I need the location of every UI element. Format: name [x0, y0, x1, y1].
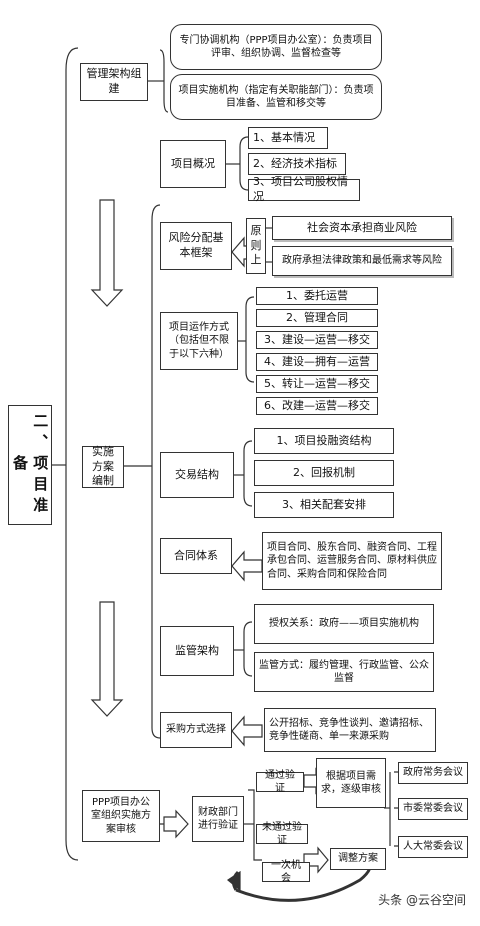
transaction-label: 交易结构 [175, 467, 219, 481]
main-title-box: 二、项目准备 [8, 405, 52, 525]
contract-label: 合同体系 [174, 548, 218, 562]
operation-item-text: 2、管理合同 [286, 310, 348, 324]
finance-box: 财政部门进行验证 [192, 796, 244, 842]
overview-label-box: 项目概况 [160, 140, 226, 188]
demand-box: 根据项目需求，逐级审核 [316, 758, 386, 808]
overview-item-0: 1、基本情况 [248, 127, 328, 149]
principle-box: 原则上 [246, 218, 266, 274]
operation-label-box: 项目运作方式（包括但不限于以下六种） [160, 312, 238, 370]
transaction-item-text: 2、回报机制 [293, 465, 355, 479]
transaction-item-2: 3、相关配套安排 [254, 492, 394, 518]
transaction-label-box: 交易结构 [160, 452, 234, 498]
operation-item-text: 1、委托运营 [286, 288, 348, 302]
meeting-0: 政府常务会议 [398, 762, 468, 784]
overview-label: 项目概况 [171, 156, 215, 170]
procurement-label-box: 采购方式选择 [160, 712, 232, 748]
contract-text: 项目合同、股东合同、融资合同、工程承包合同、运营服务合同、原材料供应合同、采购合… [267, 541, 437, 580]
operation-label: 项目运作方式（包括但不限于以下六种） [169, 321, 229, 360]
plan-label-box: 实施方案编制 [82, 444, 124, 488]
supervision-item-1: 监管方式：履约管理、行政监管、公众监督 [254, 652, 434, 692]
pass-text: 通过验证 [265, 769, 295, 795]
meeting-text: 政府常务会议 [403, 767, 463, 779]
risk-item-1: 政府承担法律政策和最低需求等风险 [272, 246, 452, 276]
meeting-text: 人大常委会议 [403, 841, 463, 853]
watermark: 头条 @云谷空间 [378, 893, 466, 907]
overview-item-2: 3、项目公司股权情况 [248, 175, 360, 203]
management-label: 管理架构组建 [86, 67, 142, 95]
one-chance-text: 一次机会 [271, 859, 301, 885]
supervision-label: 监管架构 [175, 643, 219, 657]
risk-label-box: 风险分配基本框架 [160, 222, 232, 270]
adjust-text: 调整方案 [338, 853, 378, 865]
management-item-0: 专门协调机构（PPP项目办公室）：负责项目评审、组织协调、监督检查等 [170, 24, 382, 70]
operation-item-0: 1、委托运营 [256, 287, 378, 305]
meeting-text: 市委常委会议 [403, 803, 463, 815]
adjust-box: 调整方案 [330, 848, 386, 870]
one-chance-box: 一次机会 [262, 860, 310, 884]
overview-item-text: 2、经济技术指标 [253, 156, 337, 170]
operation-item-3: 4、建设—拥有—运营 [256, 353, 378, 371]
demand-text: 根据项目需求，逐级审核 [321, 770, 381, 796]
risk-item-0: 社会资本承担商业风险 [272, 216, 452, 240]
risk-item-text: 政府承担法律政策和最低需求等风险 [282, 255, 442, 267]
operation-item-4: 5、转让—运营—移交 [256, 375, 378, 393]
overview-item-1: 2、经济技术指标 [248, 153, 346, 175]
management-item-text: 专门协调机构（PPP项目办公室）：负责项目评审、组织协调、监督检查等 [179, 34, 373, 60]
supervision-item-text: 授权关系：政府——项目实施机构 [269, 618, 419, 630]
operation-item-text: 4、建设—拥有—运营 [264, 354, 370, 368]
operation-item-2: 3、建设—运营—移交 [256, 331, 378, 349]
management-item-text: 项目实施机构（指定有关职能部门）：负责项目准备、监管和移交等 [178, 84, 374, 110]
contract-text-box: 项目合同、股东合同、融资合同、工程承包合同、运营服务合同、原材料供应合同、采购合… [262, 532, 442, 590]
procurement-text-box: 公开招标、竞争性谈判、邀请招标、竞争性磋商、单一来源采购 [264, 708, 436, 752]
fail-text: 未通过验证 [262, 821, 302, 847]
overview-item-text: 3、项目公司股权情况 [253, 175, 348, 203]
overview-item-text: 1、基本情况 [253, 130, 315, 144]
operation-item-1: 2、管理合同 [256, 309, 378, 327]
meeting-2: 人大常委会议 [398, 836, 468, 858]
operation-item-text: 6、改建—运营—移交 [264, 398, 370, 412]
operation-item-text: 5、转让—运营—移交 [264, 376, 370, 390]
supervision-label-box: 监管架构 [160, 626, 234, 676]
management-label-box: 管理架构组建 [80, 63, 148, 101]
risk-item-text: 社会资本承担商业风险 [307, 220, 417, 234]
finance-text: 财政部门进行验证 [198, 806, 238, 832]
meeting-1: 市委常委会议 [398, 798, 468, 820]
office-review-text: PPP项目办公室组织实施方案审核 [91, 796, 151, 835]
operation-item-text: 3、建设—运营—移交 [264, 332, 370, 346]
principle-text: 原则上 [250, 223, 262, 267]
main-title: 二、项目准备 [11, 412, 50, 518]
office-review-box: PPP项目办公室组织实施方案审核 [82, 790, 160, 842]
risk-label: 风险分配基本框架 [168, 231, 224, 259]
procurement-label: 采购方式选择 [166, 724, 226, 736]
procurement-text: 公开招标、竞争性谈判、邀请招标、竞争性磋商、单一来源采购 [269, 717, 429, 743]
operation-item-5: 6、改建—运营—移交 [256, 397, 378, 415]
supervision-item-text: 监管方式：履约管理、行政监管、公众监督 [259, 659, 429, 685]
transaction-item-text: 3、相关配套安排 [282, 497, 366, 511]
contract-label-box: 合同体系 [160, 538, 232, 574]
management-item-1: 项目实施机构（指定有关职能部门）：负责项目准备、监管和移交等 [170, 74, 382, 120]
fail-box: 未通过验证 [256, 822, 308, 846]
transaction-item-text: 1、项目投融资结构 [276, 433, 372, 447]
transaction-item-1: 2、回报机制 [254, 460, 394, 486]
transaction-item-0: 1、项目投融资结构 [254, 428, 394, 454]
pass-box: 通过验证 [256, 770, 304, 794]
supervision-item-0: 授权关系：政府——项目实施机构 [254, 604, 434, 644]
plan-label: 实施方案编制 [92, 444, 114, 488]
